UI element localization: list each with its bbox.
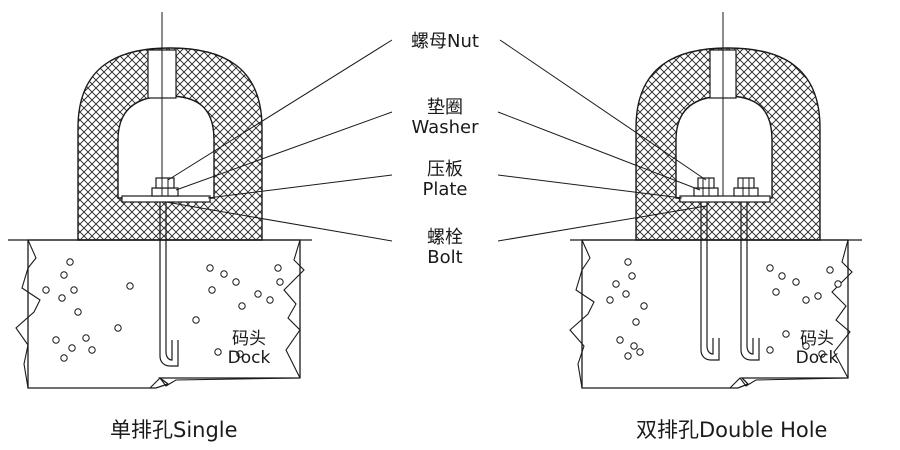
aggregate-dot [814, 292, 822, 300]
nut-right-2 [737, 177, 755, 189]
aggregate-dot [778, 272, 786, 280]
aggregate-dot [214, 348, 222, 356]
double-row-assembly [569, 12, 862, 389]
nut-right-1 [697, 177, 715, 189]
bolt-right-2 [740, 202, 760, 361]
aggregate-dot [208, 286, 216, 294]
label-plate: 压板 Plate [392, 160, 498, 200]
dock-aggregate-dots-right [606, 258, 842, 360]
bolt-left [159, 202, 179, 367]
aggregate-dot [782, 330, 790, 338]
aggregate-dot [630, 342, 638, 350]
aggregate-dot [826, 266, 834, 274]
aggregate-dot [802, 296, 810, 304]
dock-label-right-en: Dock [795, 348, 839, 368]
aggregate-dot [60, 354, 68, 362]
label-washer-en: Washer [411, 117, 479, 138]
aggregate-dot [68, 344, 76, 352]
label-nut: 螺母Nut [392, 32, 498, 52]
label-washer: 垫圈 Washer [392, 98, 498, 138]
aggregate-dot [88, 346, 96, 354]
label-bolt: 螺栓 Bolt [392, 228, 498, 268]
aggregate-dot [616, 336, 624, 344]
aggregate-dot [206, 264, 214, 272]
dock-label-right-zh: 码头 [800, 329, 834, 349]
aggregate-dot [220, 270, 228, 278]
aggregate-dot [622, 290, 630, 298]
aggregate-dot [834, 280, 842, 288]
label-washer-zh: 垫圈 [427, 97, 463, 118]
aggregate-dot [58, 294, 66, 302]
label-nut-zh: 螺母 [411, 31, 448, 52]
single-row-assembly [8, 12, 312, 389]
aggregate-dot [766, 264, 774, 272]
aggregate-dot [70, 286, 78, 294]
aggregate-dot [640, 302, 648, 310]
nut-left [155, 177, 175, 189]
aggregate-dot [772, 288, 780, 296]
aggregate-dot [254, 290, 262, 298]
aggregate-dot [238, 302, 246, 310]
aggregate-dot [266, 296, 274, 304]
label-plate-zh: 压板 [427, 159, 463, 180]
aggregate-dot [82, 334, 90, 342]
aggregate-dot [60, 271, 68, 279]
dock-label-right: 码头 Dock [782, 330, 852, 368]
aggregate-dot [66, 258, 74, 266]
aggregate-dot [52, 336, 60, 344]
aggregate-dot [628, 272, 636, 280]
dock-label-left-zh: 码头 [232, 329, 266, 349]
aggregate-dot [632, 318, 640, 326]
aggregate-dot [276, 278, 284, 286]
dock-label-left: 码头 Dock [214, 330, 284, 368]
dock-aggregate-dots-left [42, 258, 284, 362]
aggregate-dot [192, 316, 200, 324]
aggregate-dot [42, 286, 50, 294]
aggregate-dot [792, 278, 800, 286]
caption-single: 单排孔Single [110, 418, 238, 442]
aggregate-dot [802, 342, 810, 350]
caption-double: 双排孔Double Hole [636, 418, 828, 442]
aggregate-dot [624, 258, 632, 266]
aggregate-dot [766, 346, 774, 354]
label-plate-en: Plate [422, 179, 468, 200]
label-nut-en: Nut [447, 31, 479, 52]
aggregate-dot [114, 324, 122, 332]
leader-lines [165, 39, 707, 242]
plate-right [679, 195, 771, 203]
aggregate-dot [126, 282, 134, 290]
label-bolt-en: Bolt [427, 247, 463, 268]
aggregate-dot [818, 350, 826, 358]
aggregate-dot [606, 296, 614, 304]
bolt-right-1 [700, 202, 720, 361]
plate-left [121, 195, 211, 203]
aggregate-dot [74, 308, 82, 316]
aggregate-dot [236, 350, 244, 358]
aggregate-dot [612, 280, 620, 288]
aggregate-dot [624, 352, 632, 360]
washer-right-2 [733, 187, 759, 197]
aggregate-dot [232, 278, 240, 286]
label-bolt-zh: 螺栓 [427, 227, 463, 248]
aggregate-dot [274, 264, 282, 272]
dock-label-left-en: Dock [227, 348, 271, 368]
aggregate-dot [636, 348, 644, 356]
washer-left [151, 187, 179, 197]
